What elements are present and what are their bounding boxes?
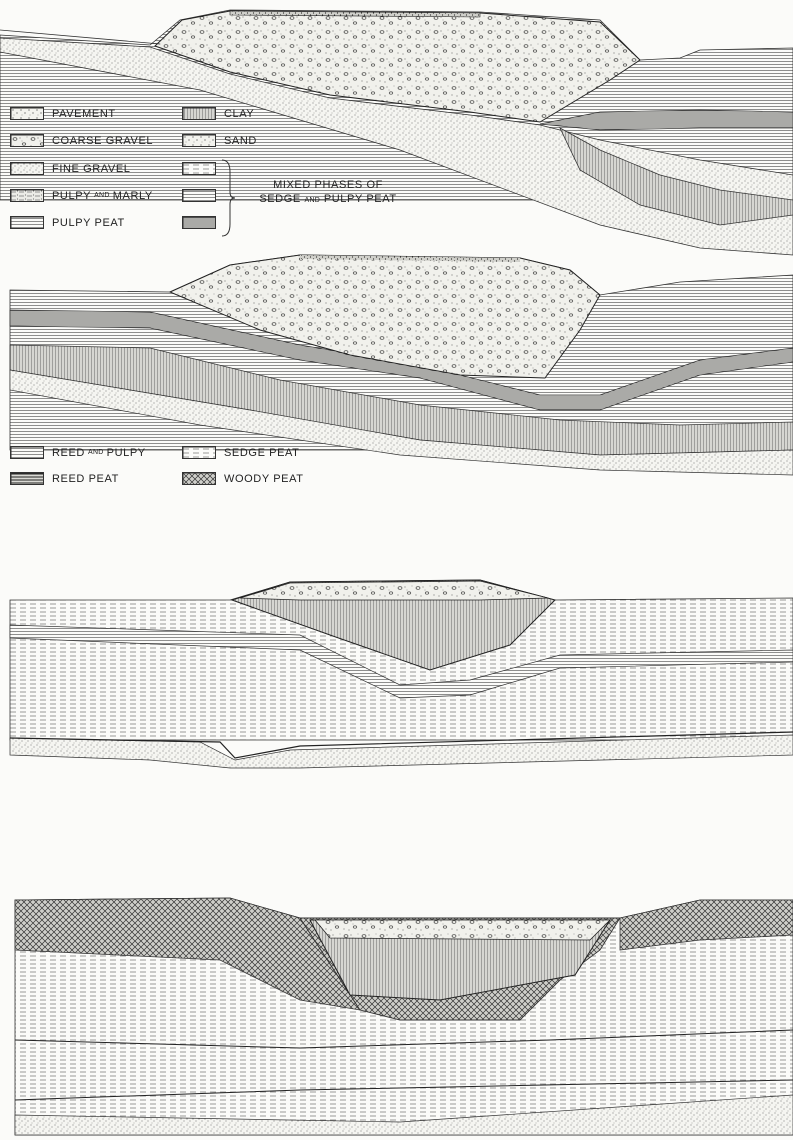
legend-label-reed-pulpy: PULPY xyxy=(107,447,146,459)
mixed-phases-pulpy-peat: PULPY PEAT xyxy=(324,193,397,205)
legend-item-clay: CLAY xyxy=(182,107,254,120)
pavement-swatch-icon xyxy=(10,107,44,120)
mixed-phases-line2: SEDGE AND PULPY PEAT xyxy=(238,192,418,208)
reed-peat-swatch-icon xyxy=(10,472,44,485)
legend-item-fine-gravel: FINE GRAVEL xyxy=(10,162,131,175)
legend-upper: PAVEMENT COARSE GRAVEL FINE GRAVEL PULPY… xyxy=(0,0,400,260)
pulpy-and-marly-swatch-icon xyxy=(10,189,44,202)
cross-section-1: PAVEMENT COARSE GRAVEL FINE GRAVEL PULPY… xyxy=(0,0,793,260)
legend-item-reed-and-pulpy: REED AND PULPY xyxy=(10,446,146,459)
cross-section-3-drawing xyxy=(0,570,793,770)
legend-label-reed-peat: REED PEAT xyxy=(52,473,119,485)
legend-item-sedge-peat: SEDGE PEAT xyxy=(182,446,299,459)
cross-section-4 xyxy=(0,890,793,1140)
cross-section-3 xyxy=(0,570,793,770)
legend-label-marly: MARLY xyxy=(113,190,153,202)
cross-section-2: REED AND PULPY REED PEAT SEDGE PEAT WOOD… xyxy=(0,250,793,500)
pulpy-peat-swatch-icon xyxy=(10,216,44,229)
reed-and-pulpy-swatch-icon xyxy=(10,446,44,459)
fine-gravel-swatch-icon xyxy=(10,162,44,175)
legend-label-fine-gravel: FINE GRAVEL xyxy=(52,163,131,175)
mixed-phases-label: MIXED PHASES OF SEDGE AND PULPY PEAT xyxy=(238,178,418,208)
coarse-gravel-swatch-icon xyxy=(10,134,44,147)
legend-lower: REED AND PULPY REED PEAT SEDGE PEAT WOOD… xyxy=(0,440,400,500)
legend-item-pavement: PAVEMENT xyxy=(10,107,116,120)
legend-label-and: AND xyxy=(94,192,110,199)
woody-peat-swatch-icon xyxy=(182,472,216,485)
legend-item-woody-peat: WOODY PEAT xyxy=(182,472,304,485)
mixed-phase-swatch-2-icon xyxy=(182,189,216,202)
sand-swatch-icon xyxy=(182,134,216,147)
legend-item-pulpy-and-marly: PULPY AND MARLY xyxy=(10,189,153,202)
legend-label-clay: CLAY xyxy=(224,108,254,120)
mixed-phases-line1: MIXED PHASES OF xyxy=(238,178,418,192)
legend-label-pavement: PAVEMENT xyxy=(52,108,116,120)
mixed-phase-swatch-3-icon xyxy=(182,216,216,229)
cross-section-4-drawing xyxy=(0,890,793,1140)
sedge-peat-swatch-icon xyxy=(182,446,216,459)
legend-item-coarse-gravel: COARSE GRAVEL xyxy=(10,134,153,147)
legend-label-reed-and: AND xyxy=(88,449,104,456)
brace-icon xyxy=(220,158,236,238)
clay-swatch-icon xyxy=(182,107,216,120)
legend-item-sand: SAND xyxy=(182,134,257,147)
legend-label-reed: REED xyxy=(52,447,85,459)
legend-label-pulpy-peat: PULPY PEAT xyxy=(52,217,125,229)
mixed-phases-sedge: SEDGE xyxy=(259,193,301,205)
legend-label-sand: SAND xyxy=(224,135,257,147)
legend-label-sedge-peat: SEDGE PEAT xyxy=(224,447,299,459)
legend-label-woody-peat: WOODY PEAT xyxy=(224,473,304,485)
legend-label-coarse-gravel: COARSE GRAVEL xyxy=(52,135,153,147)
legend-item-pulpy-peat: PULPY PEAT xyxy=(10,216,125,229)
legend-item-reed-peat: REED PEAT xyxy=(10,472,119,485)
mixed-phases-and: AND xyxy=(304,197,320,204)
mixed-phase-swatch-1-icon xyxy=(182,162,216,175)
legend-label-pulpy: PULPY xyxy=(52,190,91,202)
